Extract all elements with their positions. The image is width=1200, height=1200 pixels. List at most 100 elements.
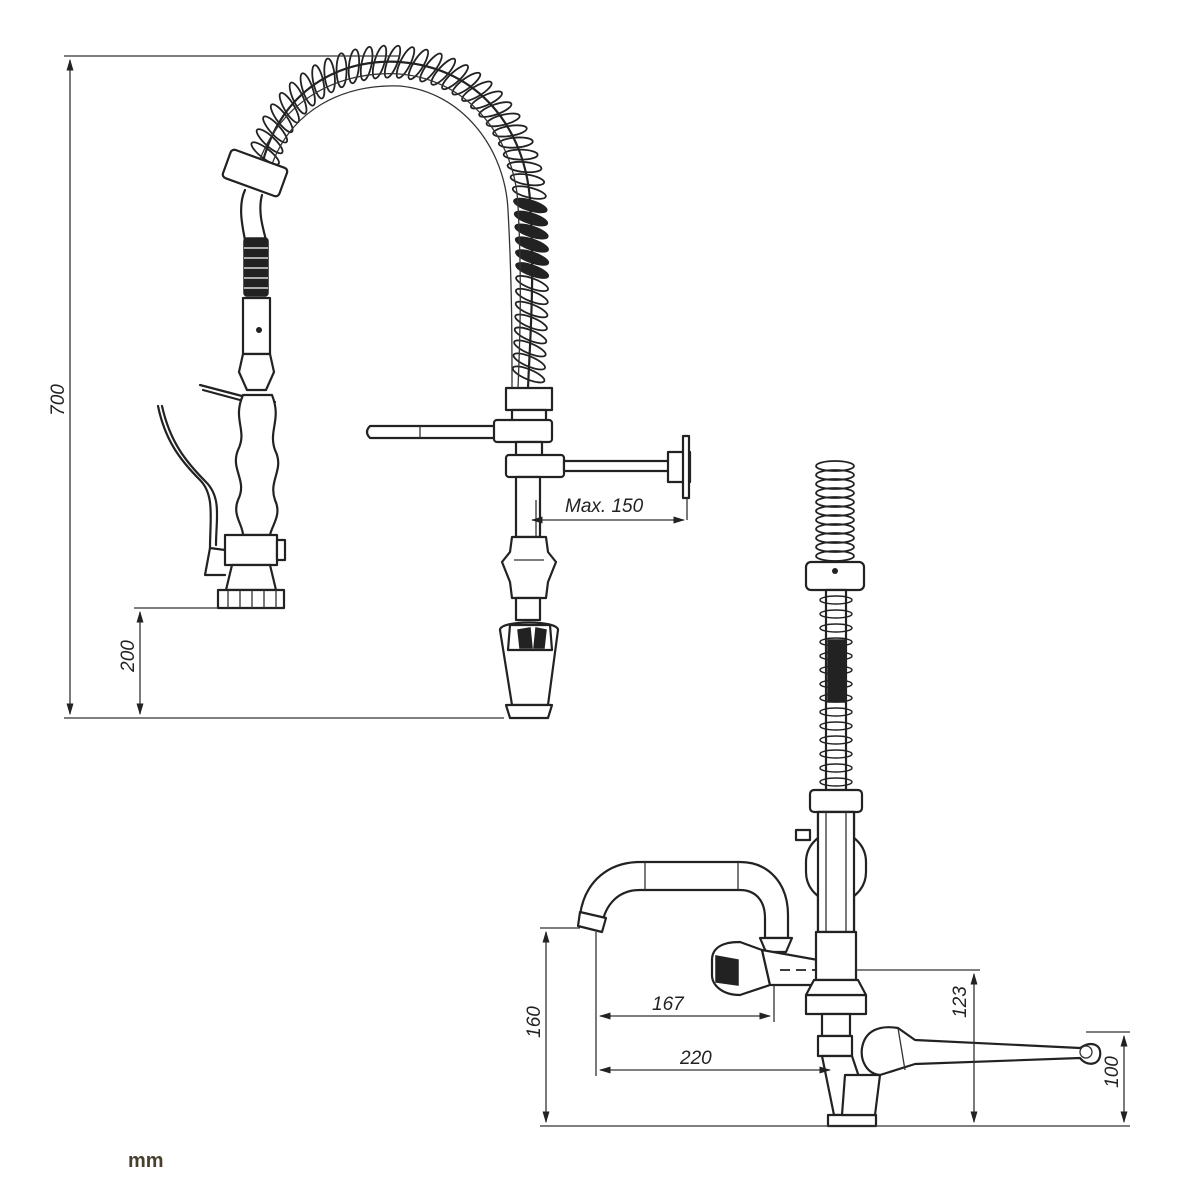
spring-coil <box>514 313 548 332</box>
spring-coil <box>511 185 547 200</box>
spring-coil <box>395 46 416 79</box>
swivel-joint <box>500 535 558 600</box>
shower-handle <box>234 393 280 537</box>
dim-shower-height: 200 <box>118 640 139 673</box>
spring-coils <box>250 44 550 384</box>
spring-coil <box>485 112 521 128</box>
nozzle <box>216 588 286 610</box>
front-view <box>156 44 692 720</box>
spring-coil <box>461 80 493 102</box>
side-spring-coil <box>815 496 855 508</box>
side-base <box>826 1113 878 1128</box>
hook-collar <box>492 418 554 444</box>
side-spring-coil <box>815 532 855 544</box>
dim-valve-height: 123 <box>950 986 971 1018</box>
spring-coil <box>492 124 528 138</box>
spring-coil <box>323 57 336 94</box>
spring-coil <box>512 352 546 371</box>
wall-arm <box>562 459 671 473</box>
side-lower-collar <box>808 788 864 814</box>
spring-coil <box>515 249 550 266</box>
side-spring-coil <box>819 609 853 619</box>
side-spring-coil <box>815 469 855 481</box>
spring-coil <box>335 52 348 89</box>
side-dimensions: 160 167 220 123 100 <box>524 927 1130 1127</box>
squeeze-lever <box>156 404 227 552</box>
spring-coil <box>430 57 457 86</box>
spring-coil <box>383 44 402 79</box>
spring-coil <box>514 223 549 240</box>
side-spring-coil <box>815 505 855 517</box>
side-spring-coil <box>819 777 853 787</box>
spring-coil <box>419 52 443 83</box>
spring-coil <box>513 326 548 345</box>
spring-coil <box>470 90 503 110</box>
spring-coil <box>513 339 547 358</box>
spring-coil <box>311 64 326 100</box>
spring-coil <box>513 197 548 214</box>
spring-coil <box>506 160 543 174</box>
valve-body <box>223 533 279 567</box>
spring-coil <box>250 141 280 166</box>
side-spring-coil <box>815 541 855 553</box>
dim-total-height: 700 <box>48 384 69 416</box>
side-collar <box>804 560 866 592</box>
wall-arm-collar <box>504 453 566 479</box>
grip-hose <box>243 237 269 297</box>
side-spring-coil <box>819 595 853 605</box>
side-spring-coil <box>819 623 853 633</box>
side-spring-coil <box>815 487 855 499</box>
spring-coil <box>515 287 549 306</box>
spout-aerator <box>576 910 608 934</box>
spring-coil <box>497 136 534 149</box>
side-nut <box>804 993 868 1016</box>
spring-coil <box>269 103 294 134</box>
side-spring-coil <box>819 721 853 731</box>
spring-coil <box>515 274 549 292</box>
spring-coil <box>515 262 550 279</box>
spout <box>578 860 790 940</box>
spring-coil <box>407 48 430 81</box>
unit-label: mm <box>128 1150 164 1172</box>
deck-base <box>504 703 554 720</box>
spring-coil <box>371 44 388 80</box>
side-view <box>576 460 1102 1128</box>
spring-coil <box>347 48 361 85</box>
spring-coil <box>451 71 482 96</box>
side-spring-coil <box>819 707 853 717</box>
shower-pipe <box>241 296 272 356</box>
side-spring-coil <box>819 735 853 745</box>
spring-coil <box>288 81 308 115</box>
side-valve-body <box>814 930 858 982</box>
dim-spout-reach-long: 220 <box>679 1048 712 1069</box>
spring-coil <box>441 64 469 91</box>
top-collar <box>504 386 554 412</box>
spring-coil <box>359 45 374 82</box>
shower-head-top <box>221 148 289 198</box>
spring-coil <box>502 148 539 161</box>
side-spring-coil <box>815 478 855 490</box>
wall-plate <box>681 434 691 500</box>
dim-lever-height: 100 <box>1102 1056 1123 1088</box>
spring-arc <box>260 60 534 390</box>
side-spring-coil <box>819 763 853 773</box>
side-spring-coil <box>819 749 853 759</box>
spring-coil <box>299 72 316 107</box>
side-spring-coil <box>815 523 855 535</box>
dim-spout-reach-short: 167 <box>652 994 685 1015</box>
spring-coil <box>509 173 546 187</box>
dim-wall-arm-reach: Max. 150 <box>565 496 644 517</box>
side-spring-top <box>815 460 855 562</box>
elbow-lever <box>860 1026 1102 1077</box>
hook-arm <box>365 424 497 440</box>
side-spring-coil <box>815 460 855 472</box>
spring-coil <box>514 236 549 253</box>
spring-coil <box>478 101 513 118</box>
side-grip <box>827 639 847 703</box>
spring-coil <box>513 210 549 227</box>
side-spring-coil <box>815 514 855 526</box>
dim-spout-height: 160 <box>524 1006 545 1038</box>
spring-coil <box>511 365 546 384</box>
front-dimensions: 700 200 Max. 150 <box>48 55 688 719</box>
